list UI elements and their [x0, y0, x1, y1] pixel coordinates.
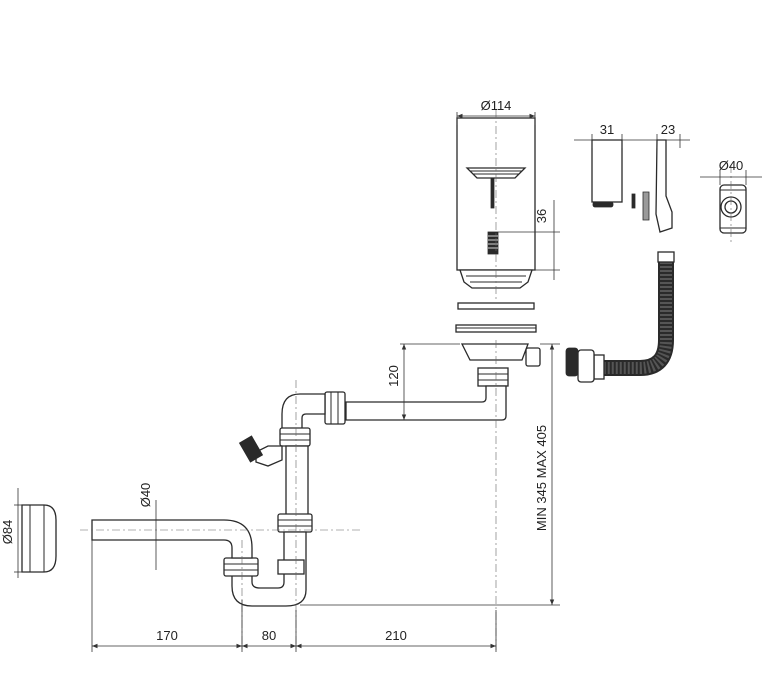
overflow-hose — [565, 251, 675, 383]
wall-rosette — [21, 504, 57, 573]
dim-height-36: 36 — [534, 209, 549, 223]
dim-length-210: 210 — [385, 628, 407, 643]
dim-width-23: 23 — [661, 122, 675, 137]
overflow-connector — [719, 184, 747, 234]
overflow-cover — [591, 139, 673, 233]
center-lines — [80, 110, 732, 650]
dim-length-170: 170 — [156, 628, 178, 643]
dim-height-range: MIN 345 MAX 405 — [534, 425, 549, 531]
dimension-labels: Ø114 31 23 Ø40 36 120 MIN 345 MAX 405 Ø4… — [0, 98, 743, 643]
dim-diameter-114: Ø114 — [481, 98, 512, 113]
dim-length-80: 80 — [262, 628, 276, 643]
dim-height-120: 120 — [386, 365, 401, 387]
dim-diameter-84: Ø84 — [0, 520, 15, 545]
siphon-body — [91, 343, 541, 607]
washers — [455, 302, 537, 333]
dim-width-31: 31 — [600, 122, 614, 137]
dimension-lines — [14, 112, 762, 652]
dim-diameter-40-pipe: Ø40 — [138, 483, 153, 508]
dim-diameter-40-top: Ø40 — [719, 158, 744, 173]
